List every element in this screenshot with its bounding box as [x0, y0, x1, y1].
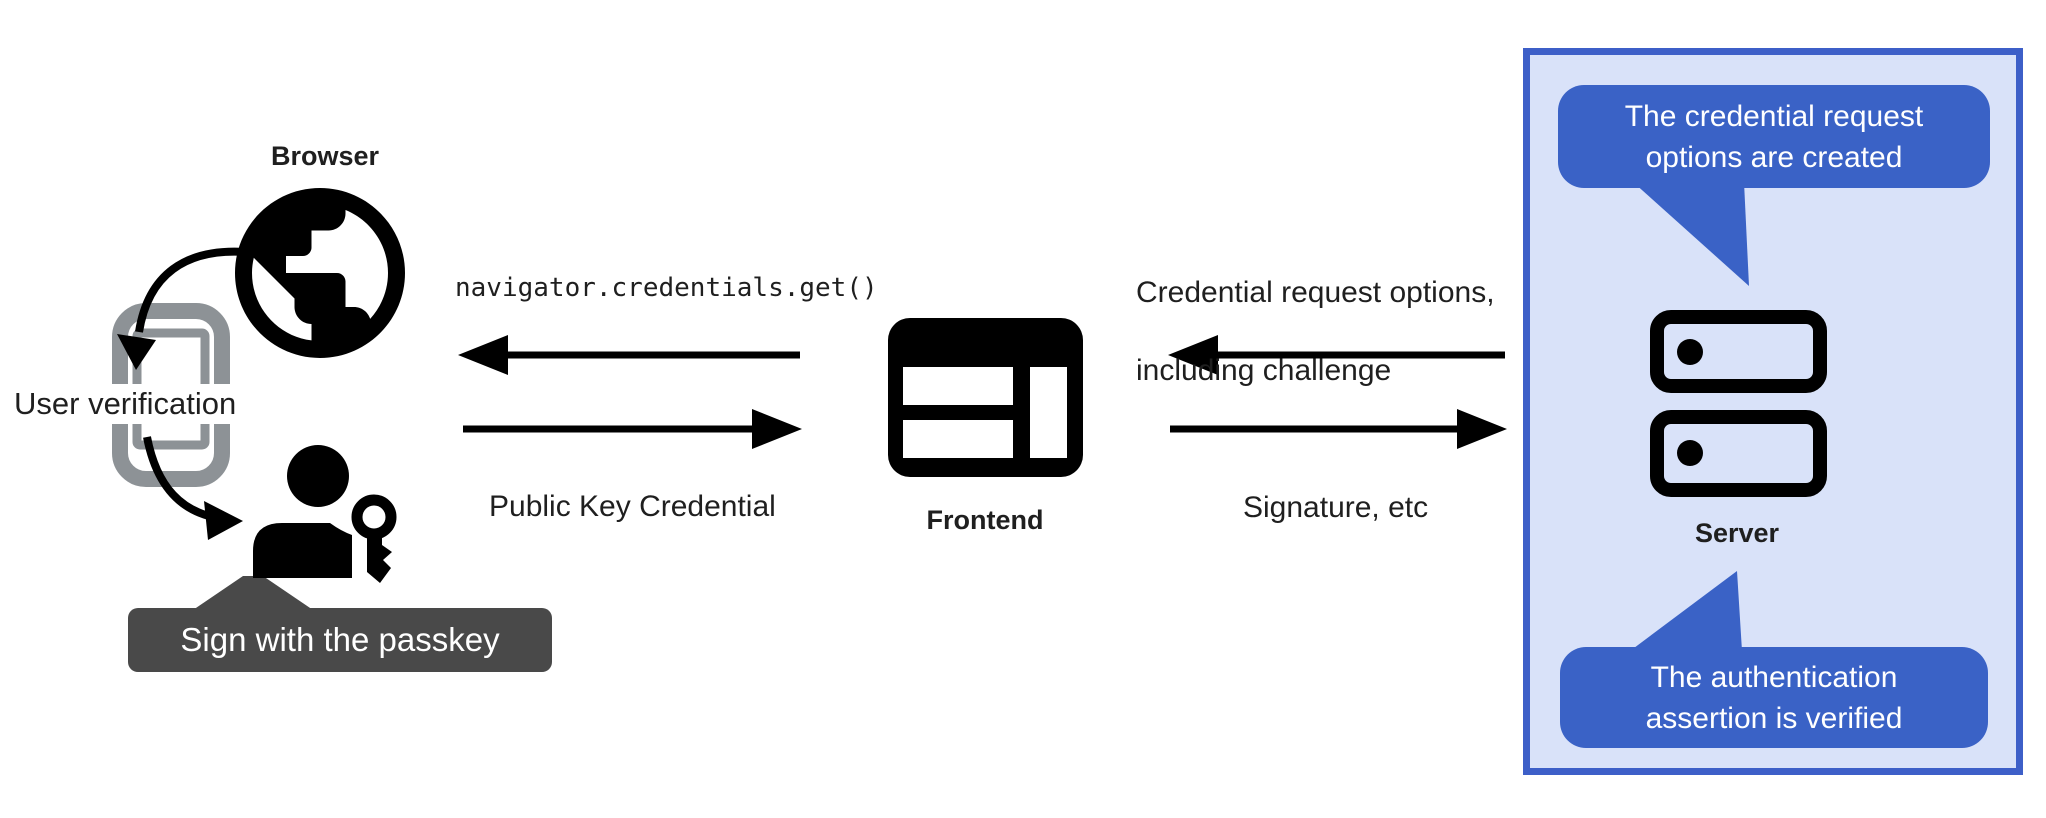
assertion-verified-callout: The authentication assertion is verified	[1560, 647, 1988, 748]
api-call-label: navigator.credentials.get()	[455, 273, 878, 303]
options-created-text: The credential request options are creat…	[1624, 99, 1924, 174]
credential-request-label-line2: including challenge	[1136, 354, 1392, 387]
sign-with-passkey-text: Sign with the passkey	[180, 621, 500, 658]
bubble-bottom-tail	[1630, 571, 1742, 651]
arrow-browser-to-frontend	[463, 409, 802, 449]
assertion-verified-text: The authentication assertion is verified	[1645, 660, 1903, 735]
credential-request-label-line1: Credential request options,	[1136, 276, 1495, 309]
public-key-credential-label: Public Key Credential	[489, 490, 776, 523]
arrow-frontend-to-server	[1170, 409, 1507, 449]
server-node-label: Server	[1694, 518, 1780, 548]
options-created-callout: The credential request options are creat…	[1558, 85, 1990, 188]
server-stack-icon	[1650, 310, 1827, 497]
user-verification-label: User verification	[8, 384, 243, 424]
arrow-frontend-to-browser	[458, 335, 800, 375]
tooltip-tail	[190, 576, 316, 612]
arrow-browser-to-phone	[117, 247, 247, 370]
bubble-top-tail	[1633, 182, 1749, 286]
sign-with-passkey-callout: Sign with the passkey	[128, 608, 552, 672]
browser-window-icon	[888, 318, 1083, 477]
signature-label: Signature, etc	[1243, 491, 1429, 524]
person-key-icon	[253, 445, 397, 583]
arrow-server-to-frontend	[1168, 335, 1505, 375]
frontend-node-label: Frontend	[926, 505, 1044, 535]
globe-icon	[235, 188, 405, 358]
browser-node-label: Browser	[270, 141, 380, 171]
arrow-phone-to-person	[143, 436, 243, 540]
